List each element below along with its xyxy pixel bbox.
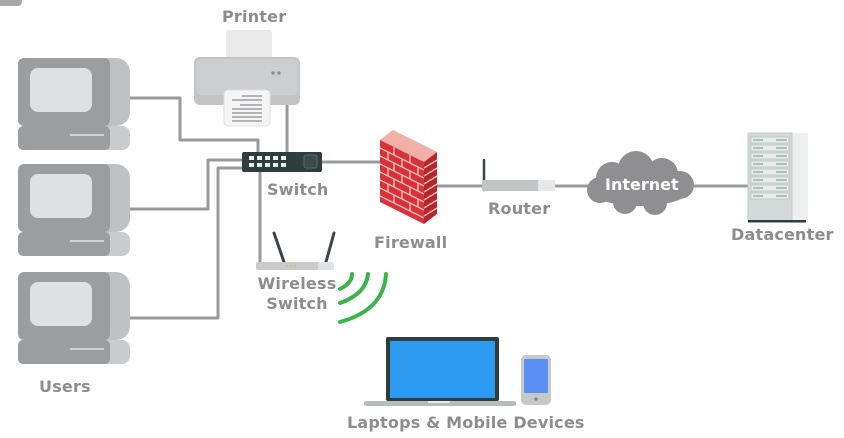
wireless-access-point-icon xyxy=(256,231,336,270)
network-switch-icon xyxy=(242,152,322,172)
switch-label: Switch xyxy=(267,180,329,199)
printer-icon xyxy=(194,30,300,127)
desktop-computer-icon xyxy=(18,272,130,364)
line-user2-switch xyxy=(112,158,244,211)
smartphone-icon xyxy=(521,355,551,405)
server-rack-icon xyxy=(747,132,808,223)
wireless-switch-label: Wireless Switch xyxy=(256,274,338,314)
users-label: Users xyxy=(39,377,91,396)
devices-label: Laptops & Mobile Devices xyxy=(347,413,585,432)
connections xyxy=(112,96,750,320)
line-user1-switch xyxy=(112,96,260,156)
line-user3-switch xyxy=(112,166,244,320)
wireless-switch-label-line1: Wireless xyxy=(257,274,337,293)
cloud-icon xyxy=(587,151,694,215)
switch-ports xyxy=(249,156,286,167)
printer-label: Printer xyxy=(222,7,287,26)
wifi-signal-icon xyxy=(338,272,388,324)
internet-label: Internet xyxy=(605,175,679,194)
wireless-switch-label-line2: Switch xyxy=(266,294,328,313)
router-label: Router xyxy=(488,199,551,218)
corner-tab xyxy=(0,0,22,6)
desktop-computer-icon xyxy=(18,164,130,256)
desktop-computer-icon xyxy=(18,58,130,150)
firewall-label: Firewall xyxy=(374,233,448,252)
laptop-icon xyxy=(364,337,516,406)
router-icon xyxy=(482,158,555,192)
brick-wall-icon xyxy=(379,130,438,224)
datacenter-label: Datacenter xyxy=(731,225,834,244)
